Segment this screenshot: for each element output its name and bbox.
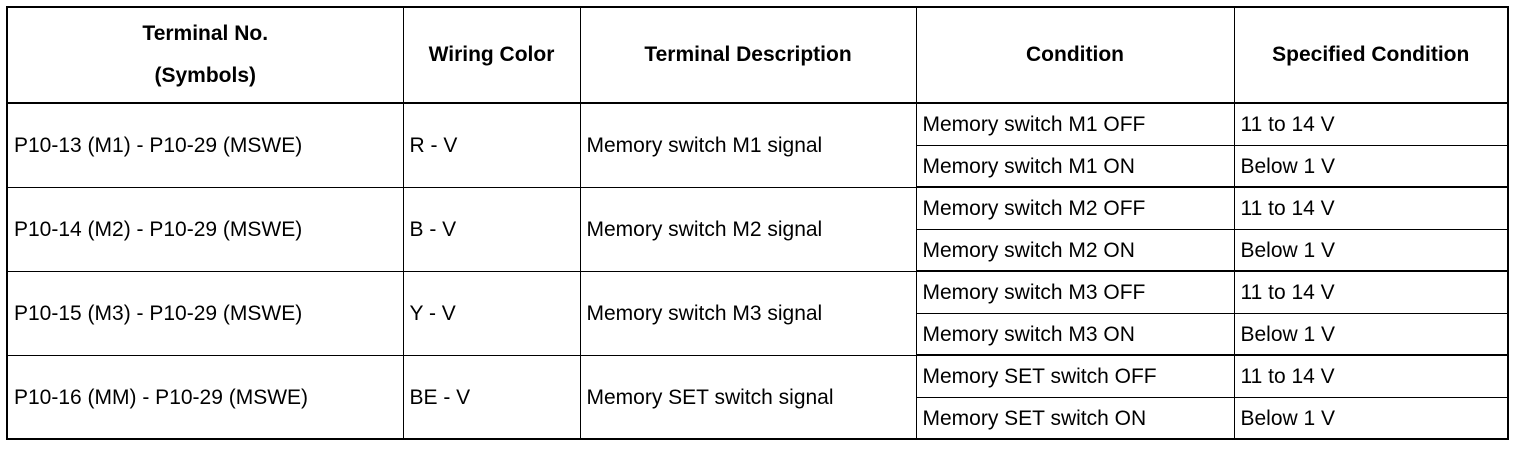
specified-condition-cell: Below 1 V: [1233, 228, 1509, 272]
specified-condition-cell: Below 1 V: [1233, 312, 1509, 356]
description-cell: Memory SET switch signal: [579, 354, 917, 440]
header-specified-condition: Specified Condition: [1233, 6, 1509, 104]
description-cell: Memory switch M2 signal: [579, 186, 917, 272]
description-cell: Memory switch M3 signal: [579, 270, 917, 356]
header-terminal-no-label: Terminal No.: [142, 22, 269, 45]
condition-cell: Memory switch M3 OFF: [915, 270, 1235, 314]
header-wiring-color: Wiring Color: [402, 6, 581, 104]
table-row: P10-15 (M3) - P10-29 (MSWE) Y - V Memory…: [6, 270, 1509, 356]
wiring-color-cell: R - V: [402, 102, 581, 188]
specified-condition-cell: Below 1 V: [1233, 144, 1509, 188]
header-terminal-no: Terminal No. (Symbols): [6, 6, 404, 104]
table-row: P10-14 (M2) - P10-29 (MSWE) B - V Memory…: [6, 186, 1509, 272]
terminal-spec-table: Terminal No. (Symbols) Wiring Color Term…: [6, 6, 1509, 440]
condition-cell: Memory SET switch ON: [915, 396, 1235, 440]
condition-cell: Memory switch M2 OFF: [915, 186, 1235, 230]
header-row: Terminal No. (Symbols) Wiring Color Term…: [6, 6, 1509, 104]
terminal-cell: P10-16 (MM) - P10-29 (MSWE): [6, 354, 404, 440]
condition-cell: Memory switch M2 ON: [915, 228, 1235, 272]
wiring-color-cell: Y - V: [402, 270, 581, 356]
header-terminal-description: Terminal Description: [579, 6, 917, 104]
condition-cell: Memory switch M1 OFF: [915, 102, 1235, 146]
specified-condition-cell: Below 1 V: [1233, 396, 1509, 440]
specified-condition-cell: 11 to 14 V: [1233, 270, 1509, 314]
condition-cell: Memory SET switch OFF: [915, 354, 1235, 398]
header-condition: Condition: [915, 6, 1235, 104]
condition-cell: Memory switch M3 ON: [915, 312, 1235, 356]
description-cell: Memory switch M1 signal: [579, 102, 917, 188]
table-header: Terminal No. (Symbols) Wiring Color Term…: [6, 6, 1509, 104]
table-row: Memory switch M3 ON Below 1 V: [7, 312, 1509, 356]
table-body: P10-13 (M1) - P10-29 (MSWE) R - V Memory…: [6, 102, 1509, 440]
table-row: Memory switch M2 ON Below 1 V: [7, 228, 1509, 272]
terminal-cell: P10-15 (M3) - P10-29 (MSWE): [6, 270, 404, 356]
specified-condition-cell: 11 to 14 V: [1233, 102, 1509, 146]
wiring-color-cell: B - V: [402, 186, 581, 272]
table-row: Memory SET switch ON Below 1 V: [7, 396, 1509, 440]
terminal-cell: P10-13 (M1) - P10-29 (MSWE): [6, 102, 404, 188]
terminal-cell: P10-14 (M2) - P10-29 (MSWE): [6, 186, 404, 272]
condition-cell: Memory switch M1 ON: [915, 144, 1235, 188]
specified-condition-cell: 11 to 14 V: [1233, 186, 1509, 230]
specified-condition-cell: 11 to 14 V: [1233, 354, 1509, 398]
wiring-color-cell: BE - V: [402, 354, 581, 440]
table-row: P10-16 (MM) - P10-29 (MSWE) BE - V Memor…: [6, 354, 1509, 440]
table-row: P10-13 (M1) - P10-29 (MSWE) R - V Memory…: [6, 102, 1509, 188]
table-row: Memory switch M1 ON Below 1 V: [7, 144, 1509, 188]
header-symbols-label: (Symbols): [154, 64, 256, 87]
